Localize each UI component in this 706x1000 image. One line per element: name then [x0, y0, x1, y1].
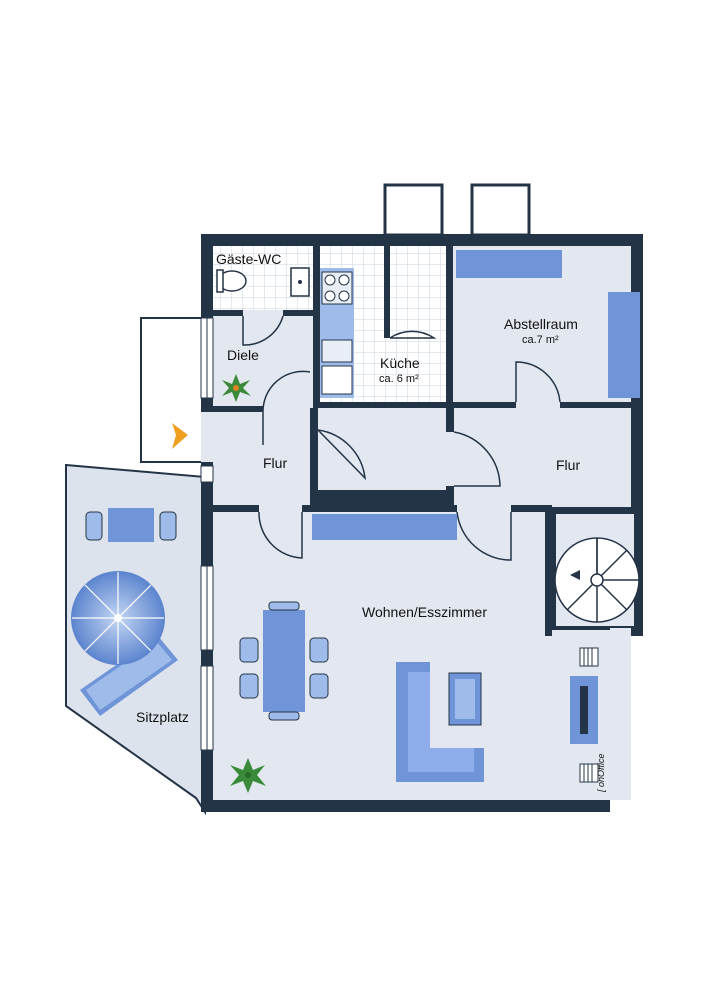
kitchen-sink — [321, 339, 353, 363]
balcony-left — [383, 183, 444, 237]
sofa — [396, 662, 484, 782]
room-label-gaeste-wc: Gäste-WC — [216, 251, 281, 267]
dining-set — [239, 601, 329, 721]
storage-shelf-top — [456, 250, 562, 278]
room-label-abstellraum: Abstellraum — [504, 316, 578, 332]
room-area-kueche: ca. 6 m² — [379, 373, 419, 385]
entrance-marker — [172, 423, 188, 449]
windows-left — [200, 317, 214, 751]
room-area-abstellraum: ca.7 m² — [522, 334, 559, 346]
room-label-wohnen: Wohnen/Esszimmer — [362, 604, 487, 620]
terrace-table — [85, 508, 177, 542]
plant-icon — [222, 374, 251, 402]
spiral-staircase — [554, 537, 640, 623]
umbrella-icon — [71, 571, 165, 665]
watermark-text: [ onOffice — [596, 753, 606, 793]
room-label-flur-right: Flur — [556, 457, 580, 473]
storage-shelf-right — [608, 292, 640, 398]
entrance-canopy — [140, 317, 202, 463]
room-label-flur-left: Flur — [263, 455, 287, 471]
oven — [321, 365, 353, 395]
radiator-icons — [579, 647, 599, 783]
interior-walls — [213, 246, 631, 636]
plant-icon — [230, 758, 266, 793]
sun-lounger — [80, 636, 178, 716]
room-label-diele: Diele — [227, 347, 259, 363]
door-swings — [242, 315, 561, 561]
sideboard — [312, 514, 457, 540]
room-label-kueche: Küche — [380, 355, 420, 371]
balcony-right — [470, 183, 531, 237]
room-label-sitzplatz: Sitzplatz — [136, 709, 189, 725]
